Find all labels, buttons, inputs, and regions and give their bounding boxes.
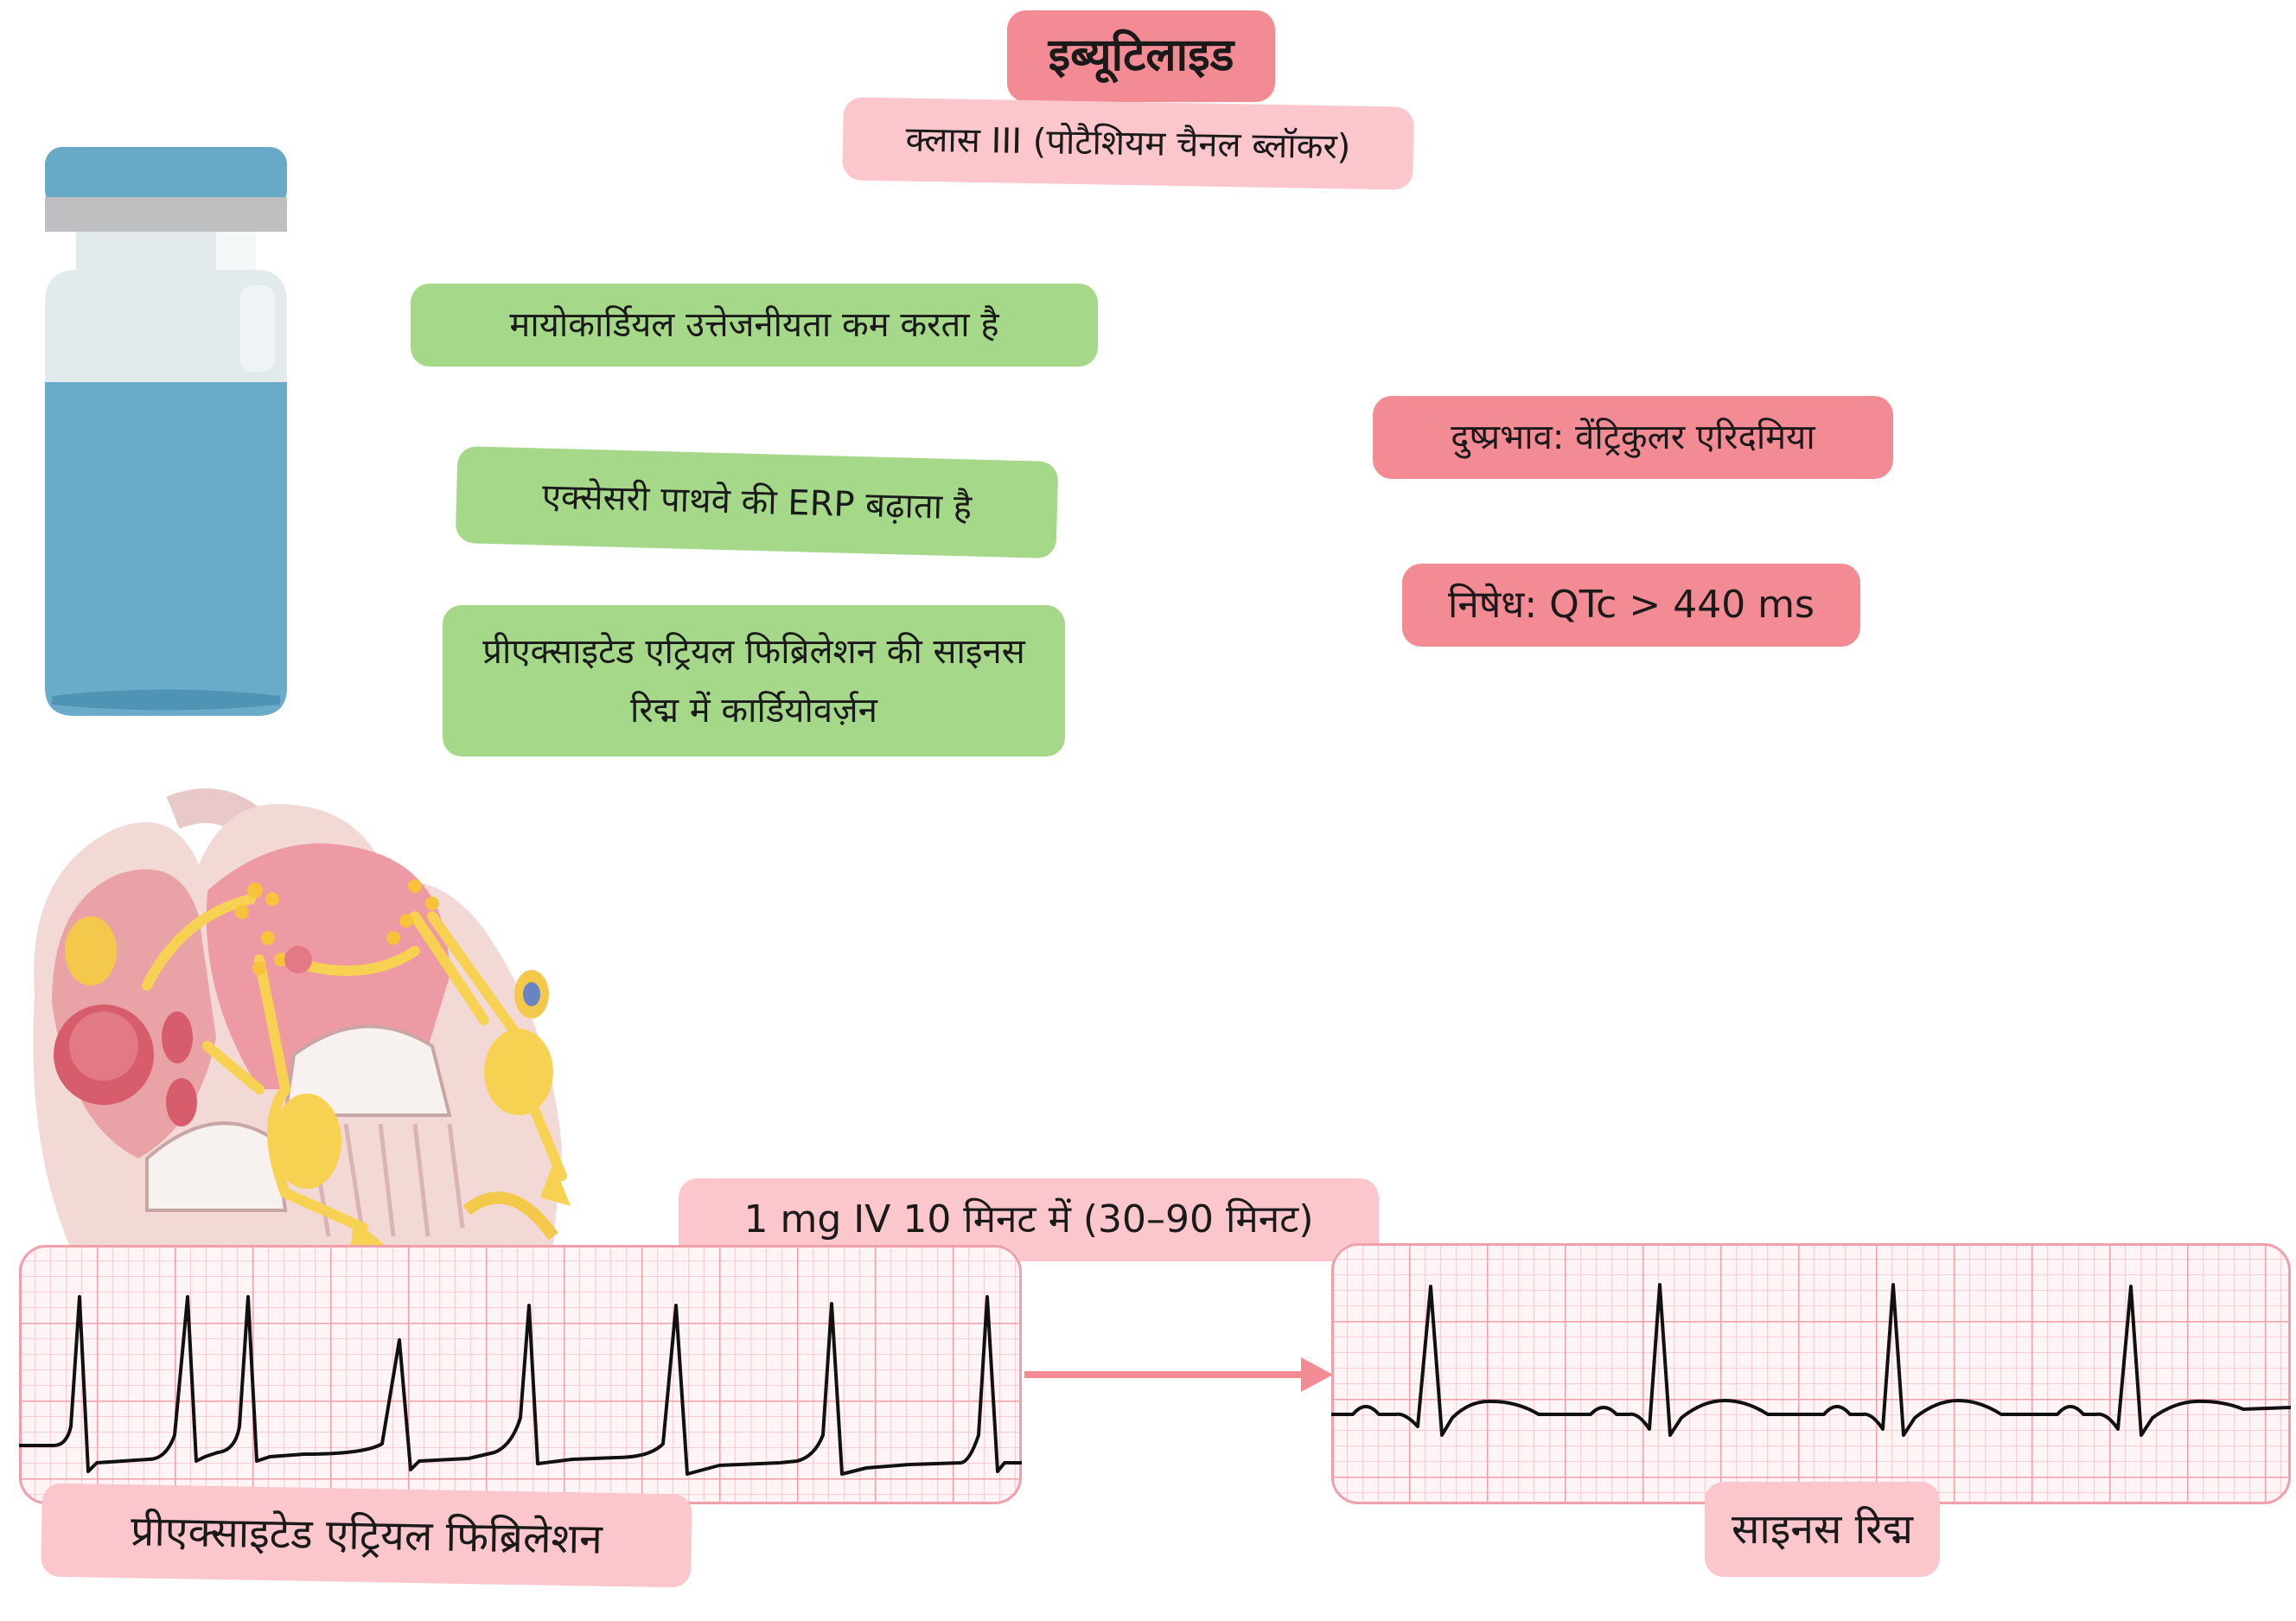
drug-title: इब्यूटिलाइड — [1007, 10, 1275, 102]
dose-label: 1 mg IV 10 मिनट में (30–90 मिनट) — [679, 1178, 1379, 1261]
ecg-after-trace — [1331, 1283, 2291, 1437]
ecg-before-trace — [19, 1295, 1022, 1476]
mechanism-erp: एक्सेसरी पाथवे की ERP बढ़ाता है — [455, 445, 1059, 559]
ecg-after-label: साइनस रिद्म — [1705, 1482, 1940, 1577]
ecg-before-strip — [19, 1245, 1022, 1504]
drug-class: क्लास III (पोटैशियम चैनल ब्लॉकर) — [842, 97, 1414, 190]
mechanism-cardioversion-text: प्रीएक्साइटेड एट्रियल फिब्रिलेशन की साइन… — [482, 631, 1025, 731]
ecg-after-strip — [1331, 1243, 2291, 1504]
mechanism-excitability: मायोकार्डियल उत्तेजनीयता कम करता है — [411, 284, 1098, 367]
ecg-before-label: प्रीएक्साइटेड एट्रियल फिब्रिलेशन — [41, 1483, 692, 1588]
contraindication-label: निषेध: QTc > 440 ms — [1402, 564, 1860, 647]
side-effect-label: दुष्प्रभाव: वेंट्रिकुलर एरिदमिया — [1373, 396, 1893, 479]
mechanism-cardioversion: प्रीएक्साइटेड एट्रियल फिब्रिलेशन की साइन… — [443, 605, 1065, 756]
